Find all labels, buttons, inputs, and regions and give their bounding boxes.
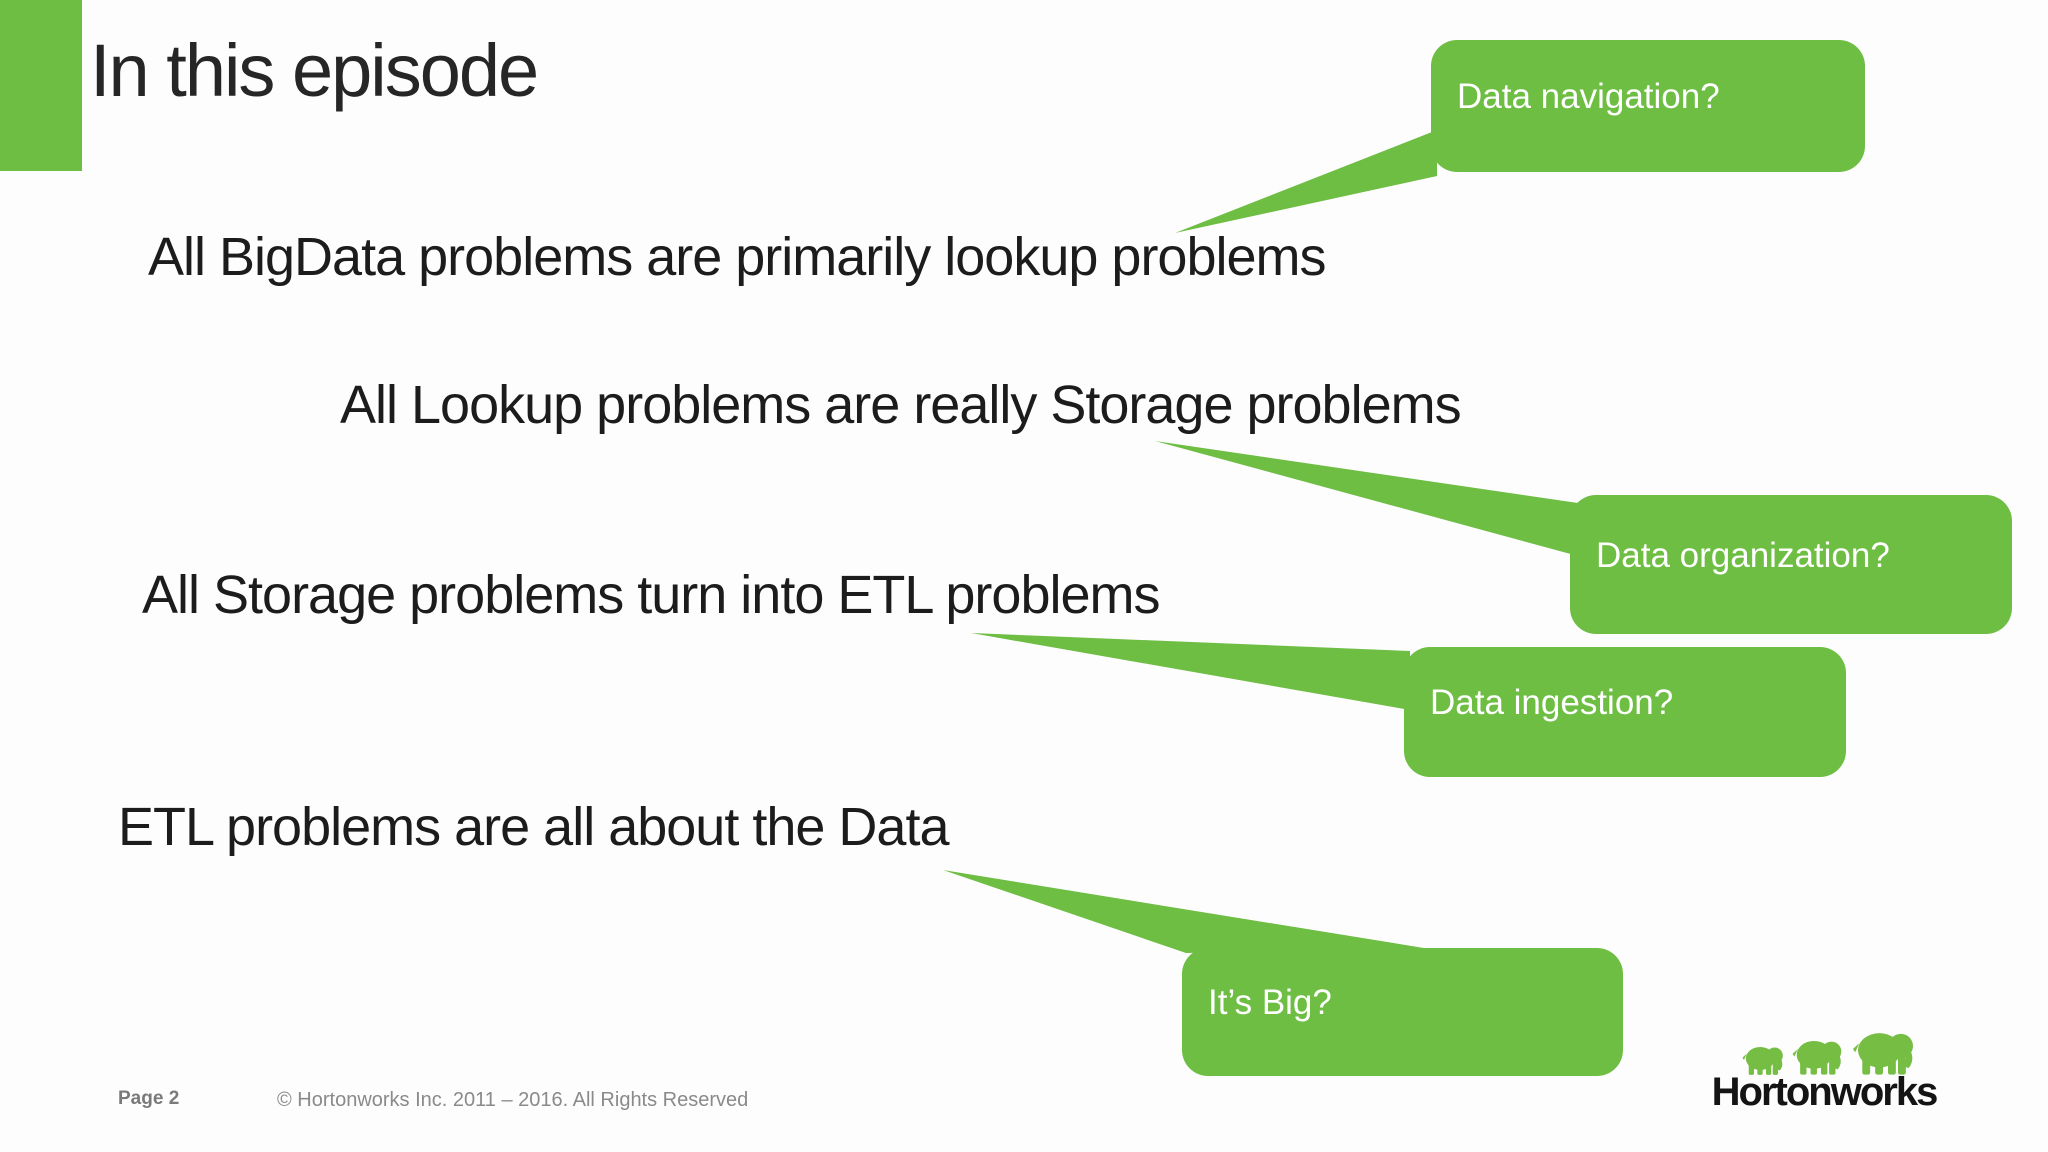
elephant-icon-row (1742, 1024, 1924, 1076)
callout-label-organization: Data organization? (1596, 535, 1890, 575)
callout-tail-organization (1155, 441, 1578, 556)
callout-tail-ingestion (971, 633, 1410, 710)
copyright-text: © Hortonworks Inc. 2011 – 2016. All Righ… (277, 1089, 749, 1111)
hortonworks-logo: Hortonworks (1706, 1024, 1942, 1112)
callout-tail-big (943, 870, 1430, 953)
callout-bubble-navigation: Data navigation? (1431, 40, 1865, 172)
callout-label-navigation: Data navigation? (1457, 77, 1720, 116)
statement-etl-data: ETL problems are all about the Data (118, 797, 949, 857)
callout-label-ingestion: Data ingestion? (1430, 683, 1674, 722)
elephant-icon (1853, 1033, 1913, 1075)
statement-lookup-storage: All Lookup problems are really Storage p… (340, 375, 1462, 435)
statement-storage-etl: All Storage problems turn into ETL probl… (142, 565, 1160, 625)
callout-bubble-big: It’s Big? (1182, 948, 1623, 1076)
page-title: In this episode (90, 29, 539, 112)
page-number: Page 2 (118, 1088, 180, 1109)
statement-bigdata-lookup: All BigData problems are primarily looku… (148, 227, 1326, 287)
callout-label-big: It’s Big? (1208, 983, 1332, 1022)
accent-bar (0, 0, 82, 171)
callout-bubble-ingestion: Data ingestion? (1404, 647, 1846, 777)
callout-bubble-organization: Data organization? (1570, 495, 2012, 634)
callout-tail-navigation (1175, 130, 1437, 233)
logo-wordmark: Hortonworks (1711, 1070, 1939, 1114)
